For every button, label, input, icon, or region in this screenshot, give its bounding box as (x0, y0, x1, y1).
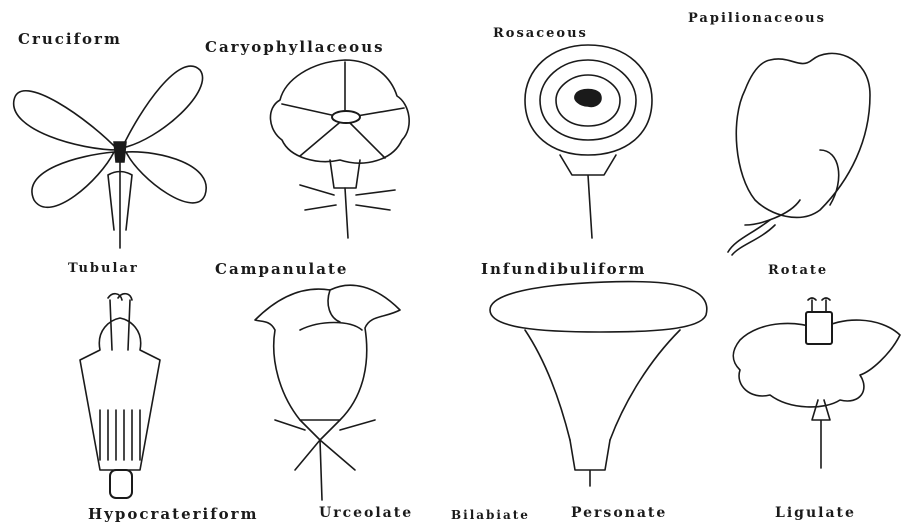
caryophyllaceous-flower-drawing (270, 60, 409, 238)
papilionaceous-flower-drawing (728, 53, 870, 255)
tubular-flower-drawing (80, 294, 160, 498)
cruciform-flower-drawing (14, 66, 207, 248)
rotate-flower-drawing (733, 298, 900, 468)
rosaceous-flower-drawing (525, 45, 652, 238)
campanulate-flower-drawing (255, 285, 400, 500)
infundibuliform-flower-drawing (490, 282, 707, 486)
